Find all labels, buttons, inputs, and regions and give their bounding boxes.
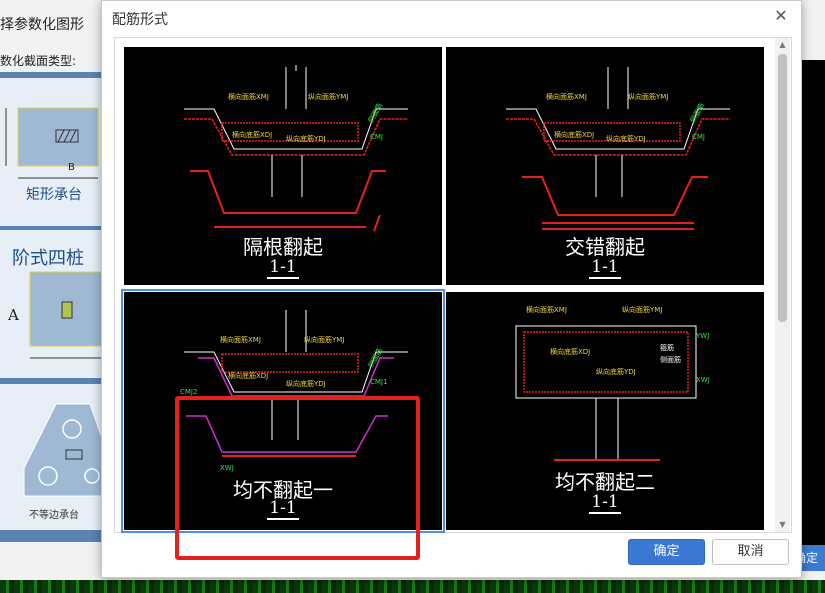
option1-xmj-label: 横向面筋XMJ xyxy=(228,92,269,101)
scroll-down-icon[interactable]: ▼ xyxy=(779,520,786,529)
option4-xmj-label: 横向面筋XMJ xyxy=(526,305,567,314)
close-icon[interactable]: ✕ xyxy=(774,6,788,25)
scroll-up-icon[interactable]: ▲ xyxy=(779,40,786,49)
option4-subtitle: 1-1 xyxy=(446,492,764,514)
option3-cmj2-label: CMJ2 xyxy=(180,388,197,396)
dialog-title: 配筋形式 xyxy=(112,12,168,28)
option4-side-label: 侧面筋 xyxy=(660,355,681,364)
section-card-stepped[interactable]: A 阶式四桩 xyxy=(0,230,108,378)
option4-subtitle-text: 1-1 xyxy=(589,492,621,514)
background-cad-strip xyxy=(0,580,825,593)
option2-side-label: 侧面筋 xyxy=(688,101,706,124)
option3-ymj-label: 纵向面筋YMJ xyxy=(304,335,344,344)
option-no-bend-two[interactable]: 横向面筋XMJ 纵向面筋YMJ 横向底筋XDJ 纵向底筋YDJ YWJ XWJ … xyxy=(446,292,764,530)
staggered-bend-up-drawing: 横向面筋XMJ 纵向面筋YMJ 横向底筋XDJ 纵向底筋YDJ CMJ 侧面筋 xyxy=(506,67,730,230)
option1-cmj-label: CMJ xyxy=(370,133,383,141)
option2-subtitle: 1-1 xyxy=(446,257,764,279)
option1-subtitle-text: 1-1 xyxy=(267,257,299,279)
alternate-bend-up-drawing: 横向面筋XMJ 纵向面筋YMJ 横向底筋XDJ 纵向底筋YDJ CMJ 侧面筋 xyxy=(184,65,408,232)
option1-subtitle: 1-1 xyxy=(124,257,442,279)
option2-cmj-label: CMJ xyxy=(692,133,705,141)
section-card-rect[interactable]: B 矩形承台 xyxy=(0,78,108,226)
section-card-stepped-label: 阶式四桩 xyxy=(12,248,84,269)
scroll-thumb[interactable] xyxy=(778,54,787,322)
option-staggered-bend-up[interactable]: 横向面筋XMJ 纵向面筋YMJ 横向底筋XDJ 纵向底筋YDJ CMJ 侧面筋 … xyxy=(446,47,764,285)
option4-ywj-label: YWJ xyxy=(695,332,709,340)
option4-ydj-label: 纵向底筋YDJ xyxy=(596,367,636,376)
option4-xdj-label: 横向底筋XDJ xyxy=(550,347,590,356)
option4-ymj-label: 纵向面筋YMJ xyxy=(622,305,662,314)
option1-side-label: 侧面筋 xyxy=(366,101,384,124)
option3-ydj-label: 纵向底筋YDJ xyxy=(286,379,326,388)
stepped-dim-label: A xyxy=(8,306,19,324)
section-type-label: 数化截面类型: xyxy=(0,54,77,68)
option3-xdj-label: 横向底筋XDJ xyxy=(228,371,268,380)
option2-xmj-label: 横向面筋XMJ xyxy=(546,92,587,101)
option2-title: 交错翻起 xyxy=(565,235,645,259)
rect-cap-preview xyxy=(5,107,99,179)
section-card-uneq-label: 不等边承台 xyxy=(29,510,79,521)
option2-ymj-label: 纵向面筋YMJ xyxy=(628,92,668,101)
section-card-rect-label: 矩形承台 xyxy=(26,187,82,203)
option-no-bend-one[interactable]: 横向面筋XMJ 纵向面筋YMJ 横向底筋XDJ 纵向底筋YDJ CMJ2 CMJ… xyxy=(121,289,445,533)
option3-xwj-label: XWJ xyxy=(220,464,234,472)
option1-ymj-label: 纵向面筋YMJ xyxy=(308,92,348,101)
option2-xdj-label: 横向底筋XDJ xyxy=(554,130,594,139)
option4-xwj-label: XWJ xyxy=(696,376,710,384)
section-card-uneq[interactable]: 不等边承台 xyxy=(0,384,108,530)
section-type-list: B 矩形承台 A 阶式四桩 不等边承台 xyxy=(0,72,112,542)
cancel-button[interactable]: 取消 xyxy=(712,539,789,565)
option3-subtitle: 1-1 xyxy=(124,498,442,520)
ok-button[interactable]: 确定 xyxy=(628,539,705,565)
option3-title: 均不翻起一 xyxy=(233,478,333,502)
option1-xdj-label: 横向底筋XDJ xyxy=(232,130,272,139)
option4-stirrup-label: 箍筋 xyxy=(660,343,674,352)
option2-subtitle-text: 1-1 xyxy=(589,257,621,279)
option1-ydj-label: 纵向底筋YDJ xyxy=(286,134,326,143)
background-window-title: 择参数化图形 xyxy=(0,17,84,33)
option3-xmj-label: 横向面筋XMJ xyxy=(220,335,261,344)
options-panel: 横向面筋XMJ 纵向面筋YMJ 横向底筋XDJ 纵向底筋YDJ CMJ 侧面筋 … xyxy=(114,37,792,560)
option3-cmj1-label: CMJ1 xyxy=(370,378,387,386)
option4-title: 均不翻起二 xyxy=(555,470,655,494)
option3-subtitle-text: 1-1 xyxy=(267,498,299,520)
rebar-style-dialog: 配筋形式 ✕ 横向面筋XMJ 纵向面筋YMJ 横向底筋XDJ 纵向底筋YDJ C… xyxy=(101,0,802,578)
no-bend-one-drawing: 横向面筋XMJ 纵向面筋YMJ 横向底筋XDJ 纵向底筋YDJ CMJ2 CMJ… xyxy=(180,310,408,472)
no-bend-two-drawing: 横向面筋XMJ 纵向面筋YMJ 横向底筋XDJ 纵向底筋YDJ YWJ XWJ … xyxy=(515,305,710,461)
uneq-cap-preview xyxy=(23,403,105,497)
option-alternate-bend-up[interactable]: 横向面筋XMJ 纵向面筋YMJ 横向底筋XDJ 纵向底筋YDJ CMJ 侧面筋 … xyxy=(124,47,442,285)
vertical-scrollbar[interactable]: ▲ ▼ xyxy=(775,38,790,532)
option1-title: 隔根翻起 xyxy=(243,235,323,259)
option2-ydj-label: 纵向底筋YDJ xyxy=(606,134,646,143)
stepped-cap-preview xyxy=(29,271,107,359)
rect-dim-label: B xyxy=(68,162,75,173)
